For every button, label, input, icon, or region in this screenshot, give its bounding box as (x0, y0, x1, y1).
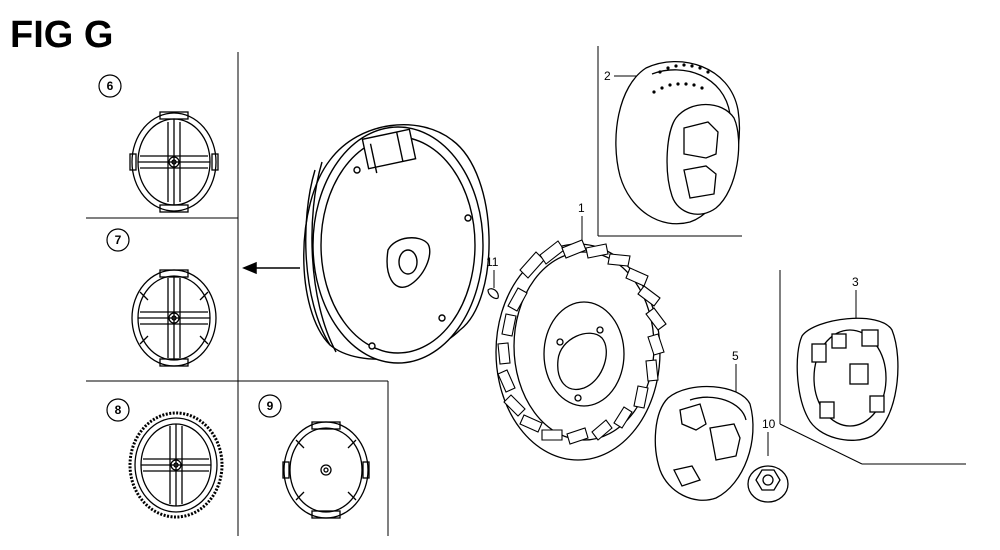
part-10-flange-nut: 10 (747, 417, 789, 503)
callout-6: 6 (107, 79, 114, 93)
callout-11: 11 (486, 255, 499, 269)
part-2-starter-cup: 2 (604, 60, 740, 225)
callout-8: 8 (115, 403, 122, 417)
part-3-starter-pulley: 3 (796, 275, 899, 441)
direction-arrow (242, 261, 300, 275)
part-1-cooling-fan: 1 (495, 201, 667, 461)
part-8-flywheel-ring-gear: 8 (106, 398, 224, 519)
callout-3: 3 (852, 275, 859, 289)
callout-7: 7 (115, 233, 122, 247)
part-9-flywheel-variant: 9 (258, 394, 370, 519)
callout-5: 5 (732, 349, 739, 363)
callout-9: 9 (267, 399, 274, 413)
part-6-flywheel-variant: 6 (98, 74, 219, 213)
part-11-woodruff-key: 11 (486, 255, 499, 300)
figure-title: FIG G (10, 14, 114, 56)
part-7-flywheel-variant: 7 (106, 228, 217, 367)
flywheel-main (303, 124, 490, 364)
part-5-fan-cover-cup: 5 (654, 349, 754, 501)
part-2-panel-frame (597, 46, 742, 237)
callout-1: 1 (578, 201, 585, 215)
callout-10: 10 (762, 417, 776, 431)
panel-frame-lines (86, 52, 389, 536)
part-3-panel-frame (779, 270, 966, 465)
callout-2: 2 (604, 69, 611, 83)
